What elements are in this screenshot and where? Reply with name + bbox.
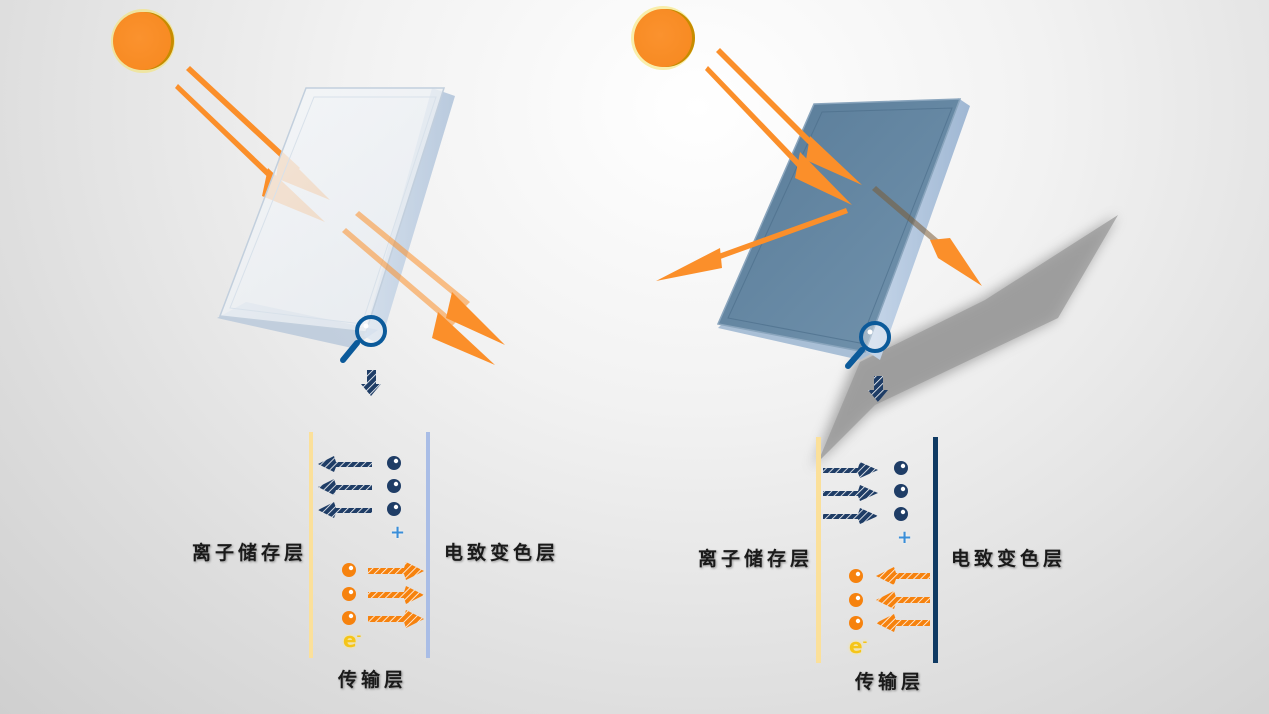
electrochromic-layer-line (933, 437, 938, 663)
glass-pane-clear (217, 87, 455, 348)
electrochromic-layer-label: 电致变色层 (444, 542, 560, 564)
ion-storage-layer-line (816, 437, 821, 663)
electrochromic-layer-label: 电致变色层 (951, 548, 1067, 570)
left-panel-transparent (111, 9, 505, 658)
sun-icon (111, 9, 175, 73)
transmitted-light-ray-weak (872, 186, 982, 286)
transport-layer-label: 传输层 (338, 669, 408, 691)
incoming-light-rays (705, 48, 862, 205)
right-panel-tinted (631, 6, 1118, 663)
electron-symbol: e- (343, 628, 362, 652)
magnifier-icon (340, 315, 387, 363)
transmitted-light-rays (342, 211, 505, 365)
glass-pane-tinted (716, 98, 970, 360)
ion-arrows-left (318, 456, 372, 518)
sun-icon (631, 6, 695, 70)
ions (894, 461, 908, 521)
electrons (849, 569, 863, 630)
magnifier-icon (845, 321, 891, 369)
electrons (342, 563, 356, 625)
ion-storage-layer-label: 离子储存层 (192, 542, 308, 564)
electron-arrows-left (876, 567, 930, 632)
positive-charge-icon: + (390, 522, 406, 543)
ion-arrows-right (823, 462, 878, 524)
transport-layer-label: 传输层 (855, 671, 925, 693)
electron-symbol: e- (849, 634, 868, 658)
positive-charge-icon: + (897, 527, 913, 548)
ion-storage-layer-line (309, 432, 313, 658)
ion-storage-layer-label: 离子储存层 (698, 548, 814, 570)
down-arrow-icon (361, 370, 381, 396)
reflected-light-ray (656, 208, 848, 281)
electrochromic-layer-line (426, 432, 430, 658)
electron-arrows-right (368, 562, 424, 628)
down-arrow-icon (868, 376, 888, 402)
ions (387, 456, 401, 516)
